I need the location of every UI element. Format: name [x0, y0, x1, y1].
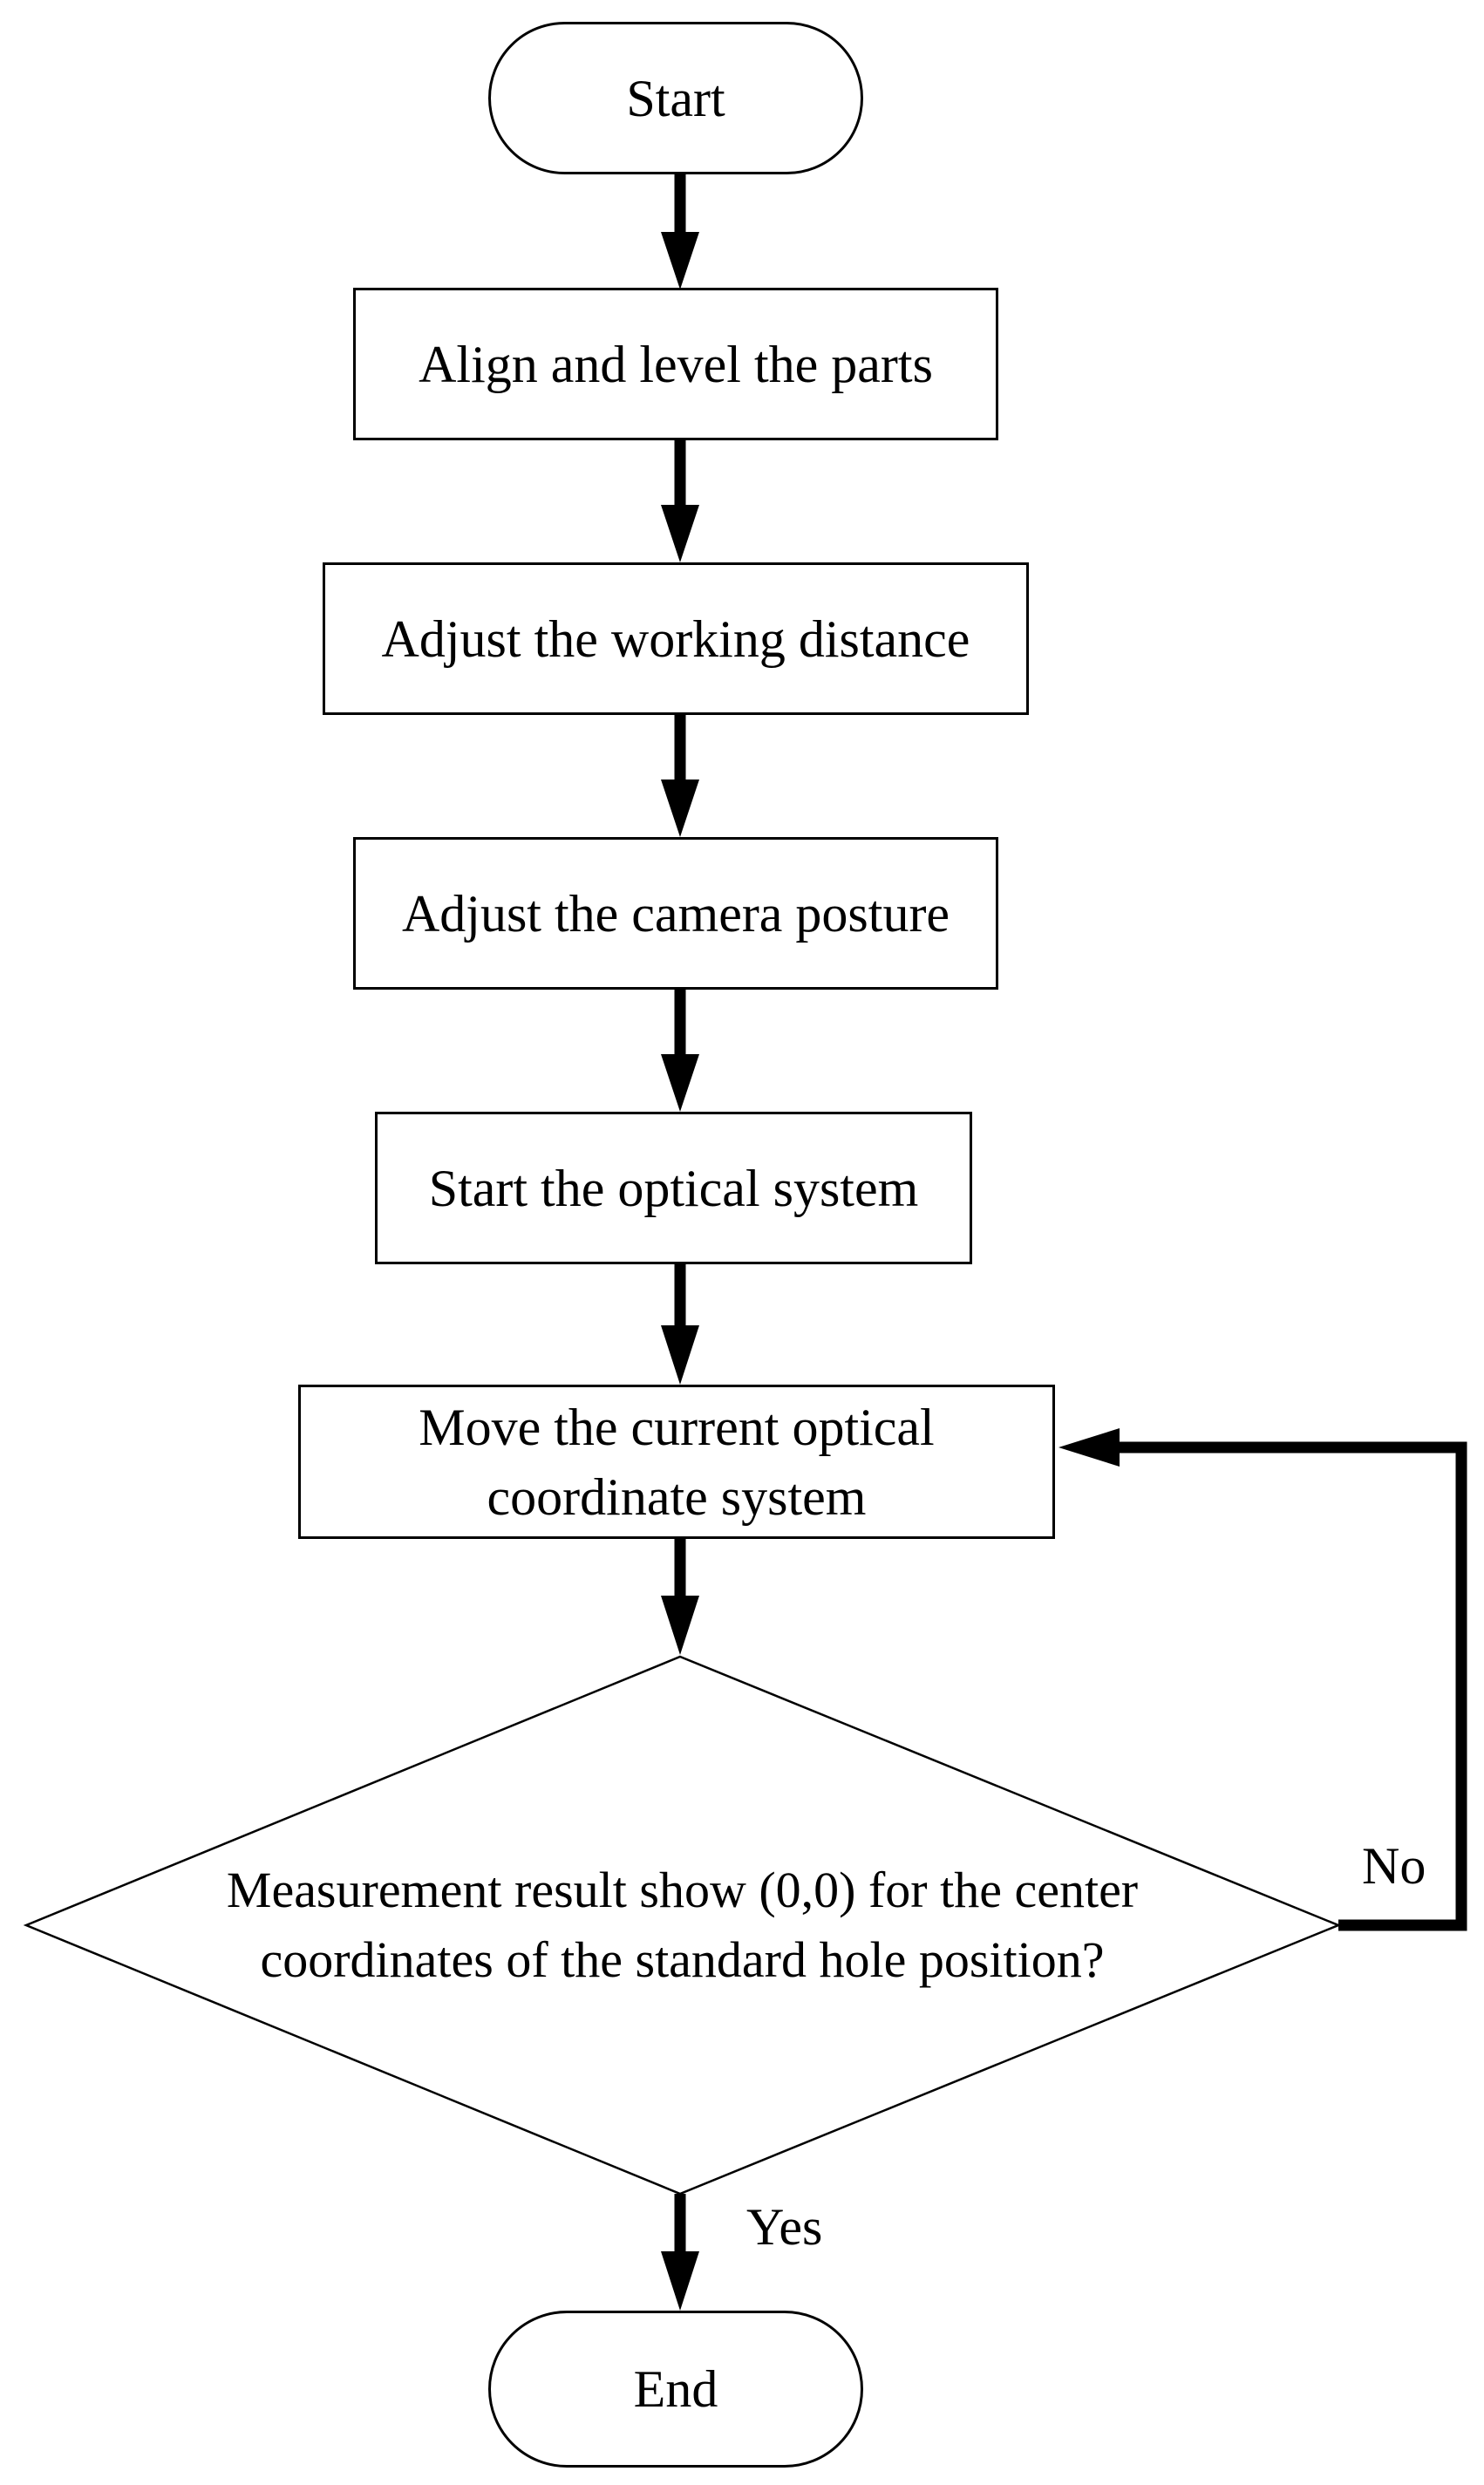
node-start-optical-system: Start the optical system [375, 1112, 972, 1264]
node-end-label: End [633, 2360, 718, 2418]
arrow-decision-to-end [661, 2194, 699, 2311]
edge-label-yes: Yes [741, 2199, 828, 2255]
node-move-coordinate-system-label: Move the current optical coordinate syst… [419, 1398, 935, 1526]
no-loop-connector [1059, 1428, 1467, 1931]
node-decision-label: Measurement result show (0,0) for the ce… [226, 1862, 1139, 1988]
node-align-and-level-label: Align and level the parts [419, 335, 933, 393]
node-move-coordinate-system: Move the current optical coordinate syst… [298, 1385, 1055, 1539]
node-adjust-camera-posture: Adjust the camera posture [353, 837, 998, 990]
node-align-and-level: Align and level the parts [353, 288, 998, 440]
node-adjust-working-distance-label: Adjust the working distance [381, 609, 970, 668]
arrow-camera-posture-to-optical-system [661, 990, 699, 1112]
arrow-move-coordinate-to-decision [661, 1539, 699, 1655]
node-adjust-working-distance: Adjust the working distance [323, 562, 1029, 715]
arrow-working-distance-to-camera-posture [661, 715, 699, 837]
arrow-optical-system-to-move-coordinate [661, 1264, 699, 1385]
node-start-label: Start [626, 69, 725, 127]
node-start-optical-system-label: Start the optical system [428, 1159, 919, 1217]
arrow-align-to-working-distance [661, 440, 699, 562]
node-decision: Measurement result show (0,0) for the ce… [26, 1657, 1338, 2194]
arrow-start-to-align [661, 174, 699, 289]
node-start: Start [488, 22, 863, 174]
node-adjust-camera-posture-label: Adjust the camera posture [401, 884, 950, 943]
edge-label-no: No [1357, 1838, 1432, 1894]
node-end: End [488, 2311, 863, 2468]
